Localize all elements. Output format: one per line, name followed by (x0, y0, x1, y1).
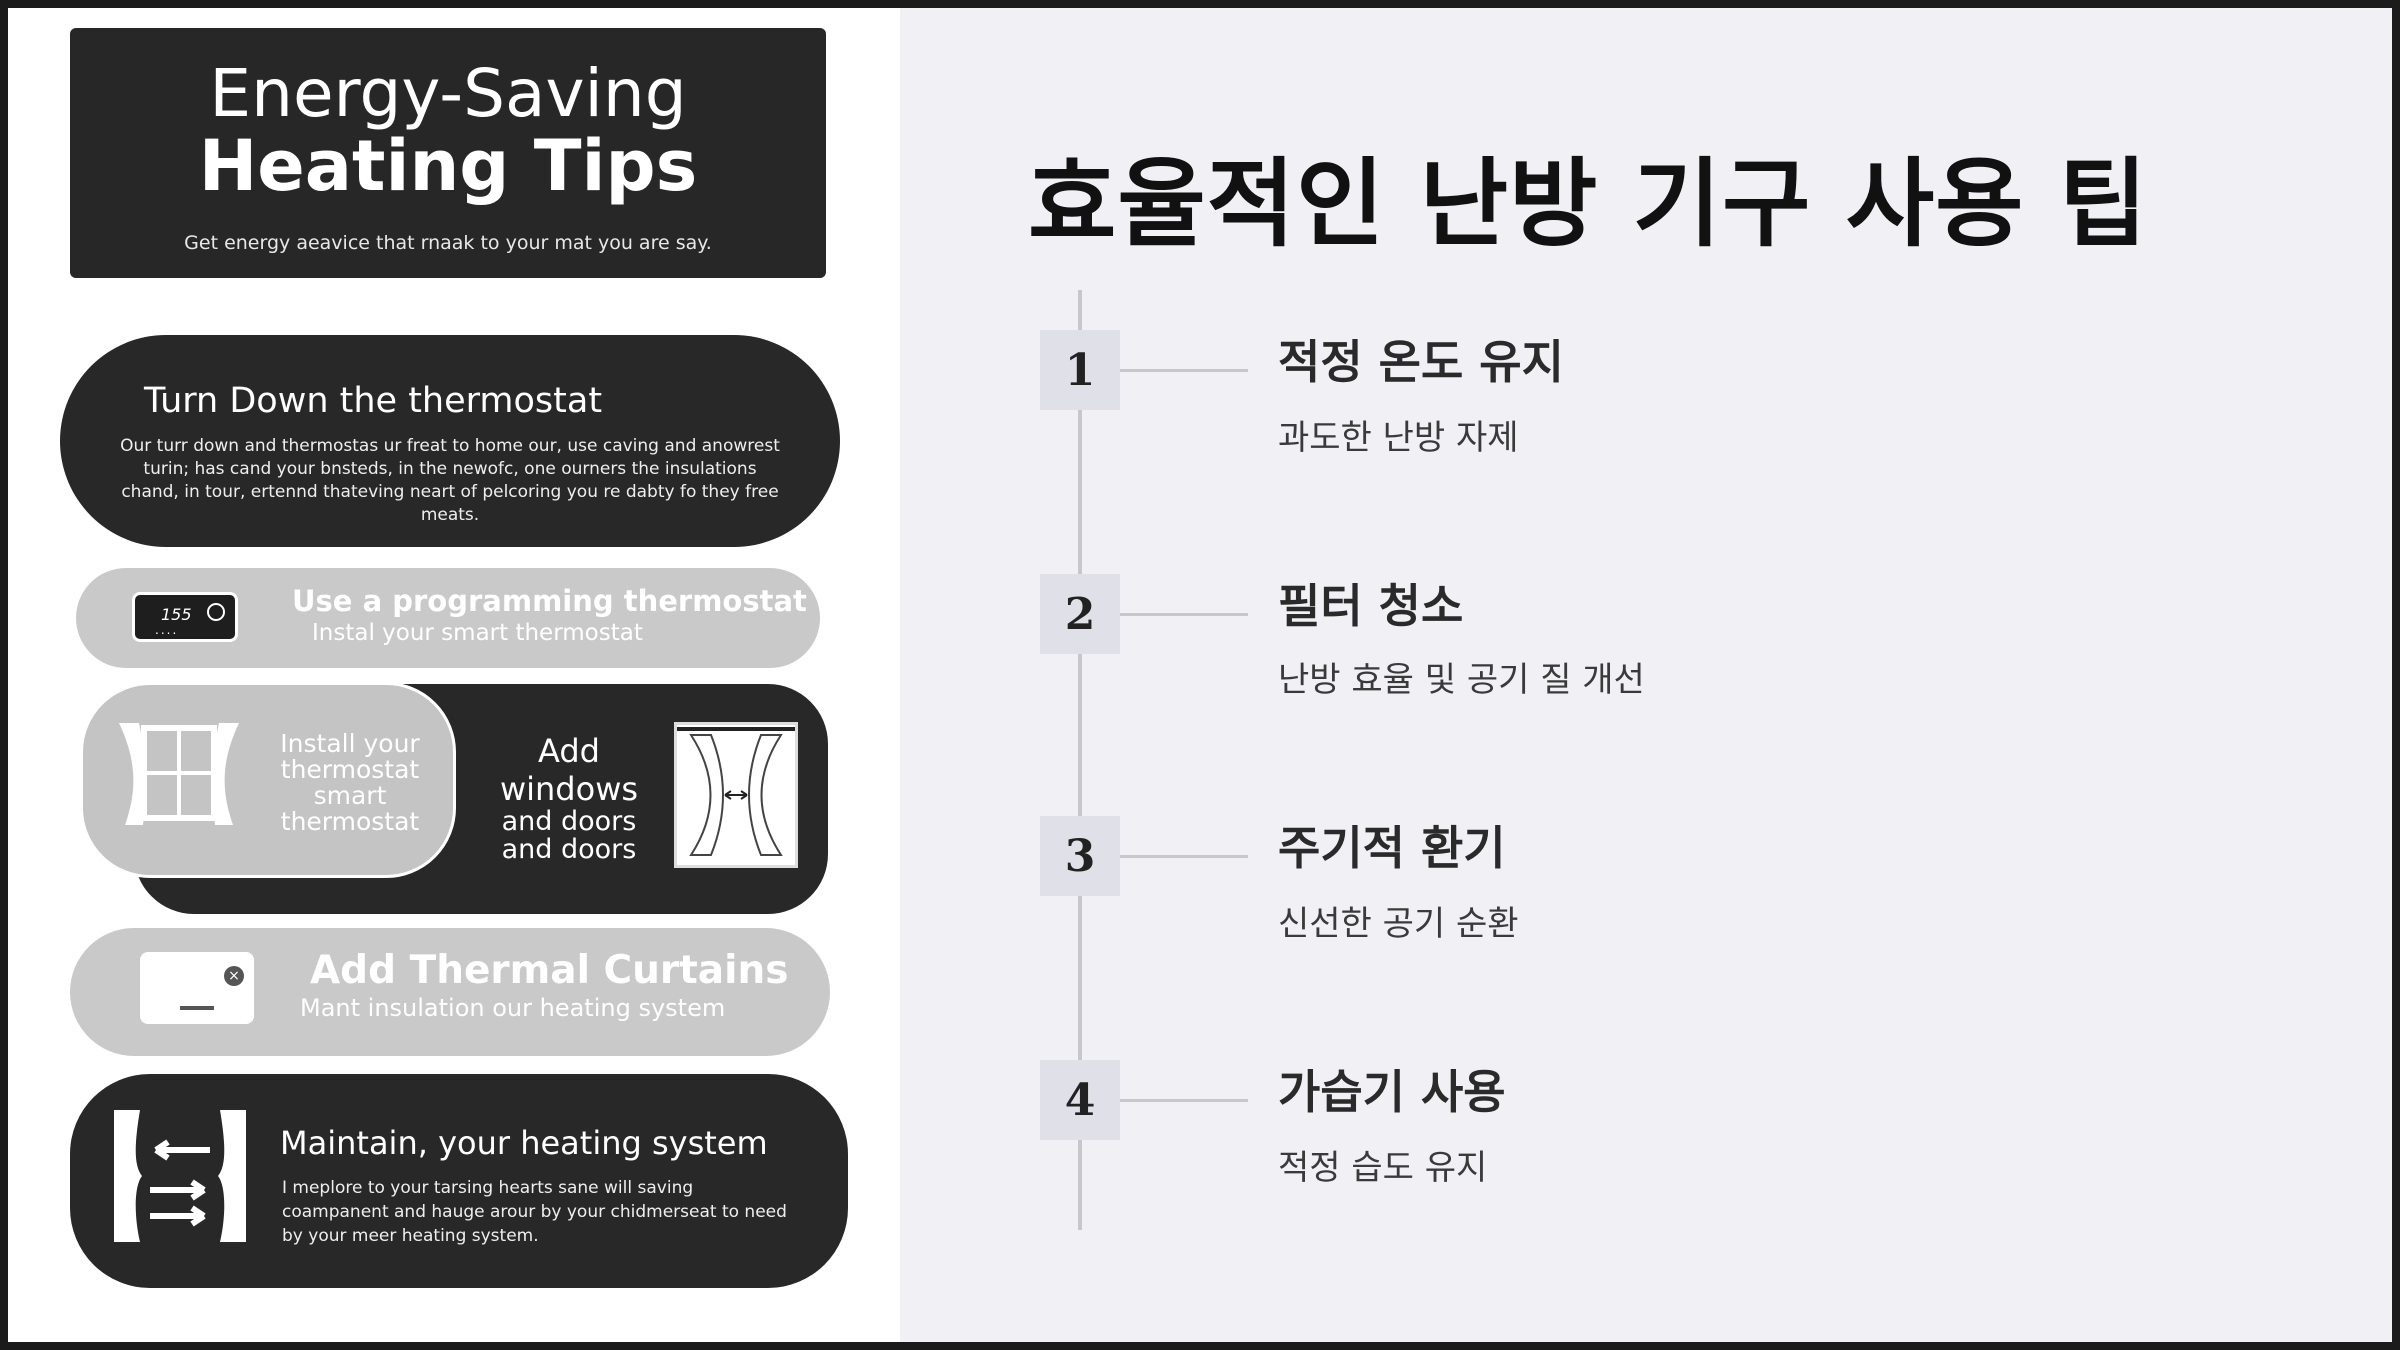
step-title: 적정 온도 유지 (1278, 335, 1564, 389)
text-line: thermostat (280, 807, 420, 836)
step-title: 필터 청소 (1278, 579, 1464, 633)
infographic-title-line1: Energy-Saving (209, 55, 687, 132)
step-description: 적정 습도 유지 (1278, 1148, 1488, 1188)
step-title: 가습기 사용 (1278, 1065, 1506, 1119)
device-display: 155 (161, 605, 192, 624)
tip-card-programming: 155 .... Use a programming thermostat In… (76, 568, 820, 668)
curtains-arrows-icon (110, 1106, 250, 1246)
tip-card-subheading: Mant insulation our heating system (300, 994, 726, 1022)
tip-card-heading: Turn Down the thermostat (144, 381, 603, 421)
tip-card-subheading: Instal your smart thermostat (312, 620, 643, 646)
device-dial-icon (207, 603, 225, 621)
step-connector (1120, 855, 1248, 858)
tip-card-heading: Use a programming thermostat (292, 584, 807, 618)
infographic-header: Energy-Saving Heating Tips Get energy ae… (70, 28, 826, 278)
tip-card-thermostat: Turn Down the thermostat Our turr down a… (60, 335, 840, 547)
tip-card-body: Our turr down and thermostas ur freat to… (120, 436, 780, 525)
device-dots-icon: .... (155, 623, 179, 637)
tip-card-smart-thermostat: Install your thermostat smart thermostat (80, 682, 456, 878)
step-number-badge: 2 (1040, 574, 1120, 654)
step-title: 주기적 환기 (1278, 821, 1506, 875)
step-description: 과도한 난방 자제 (1278, 418, 1519, 458)
text-line: smart (313, 781, 387, 810)
tip-card-maintain: Maintain, your heating system I meplore … (70, 1074, 848, 1288)
text-line: thermostat (280, 755, 420, 784)
window-icon (117, 721, 241, 829)
curtain-panel-icon (674, 722, 798, 868)
add-line: and doors (501, 834, 637, 865)
text-line: Install your (280, 729, 420, 758)
infographic-subtitle: Get energy aeavice that rnaak to your ma… (184, 232, 712, 254)
step-number-badge: 3 (1040, 816, 1120, 896)
step-connector (1120, 613, 1248, 616)
thermostat-device-icon: 155 .... (132, 592, 238, 642)
step-connector (1120, 1099, 1248, 1102)
step-number-badge: 1 (1040, 330, 1120, 410)
slide-title: 효율적인 난방 기구 사용 팁 (1028, 148, 2149, 260)
infographic-panel: Energy-Saving Heating Tips Get energy ae… (8, 8, 900, 1342)
add-line: and doors (501, 806, 637, 837)
add-line: windows (499, 770, 639, 808)
timeline-line (1078, 290, 1082, 1230)
step-description: 난방 효율 및 공기 질 개선 (1278, 660, 1645, 700)
tip-card-heading: Add Thermal Curtains (310, 948, 789, 993)
step-number-badge: 4 (1040, 1060, 1120, 1140)
step-connector (1120, 369, 1248, 372)
smart-thermostat-text: Install your thermostat smart thermostat (255, 731, 445, 835)
add-windows-text: Add windows and doors and doors (484, 732, 654, 864)
infographic-title-line2: Heating Tips (198, 125, 698, 207)
heater-vent-icon (180, 1006, 214, 1010)
heater-unit-icon: × (140, 952, 254, 1024)
tip-card-body: I meplore to your tarsing hearts sane wi… (282, 1178, 787, 1246)
slide: Energy-Saving Heating Tips Get energy ae… (8, 8, 2392, 1342)
close-icon: × (224, 966, 244, 986)
step-description: 신선한 공기 순환 (1278, 904, 1519, 944)
add-line: Add (538, 732, 600, 770)
tip-card-heading: Maintain, your heating system (280, 1124, 768, 1162)
tip-card-curtains: × Add Thermal Curtains Mant insulation o… (70, 928, 830, 1056)
